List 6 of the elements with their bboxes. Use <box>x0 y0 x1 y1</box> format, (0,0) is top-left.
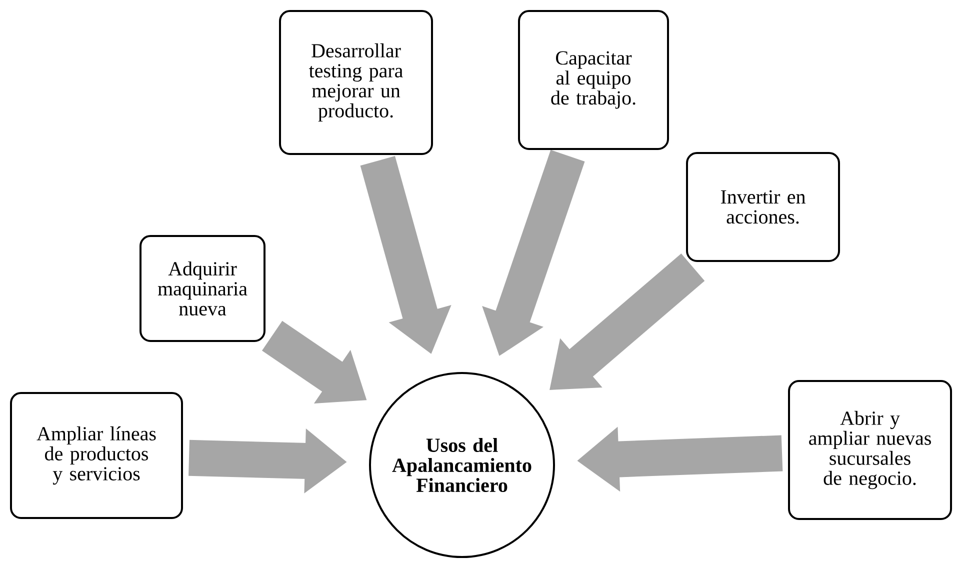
text-box: Desarrollar testing para mejorar un producto. <box>279 10 433 155</box>
text-box: Abrir y ampliar nuevas sucursales de negocio. <box>788 380 952 520</box>
text-box: Adquirir maquinaria nueva <box>140 235 266 342</box>
text-box: Ampliar líneas de productos y servicios <box>10 392 183 519</box>
text-box: Invertir en acciones. <box>686 152 840 262</box>
text-box: Capacitar al equipo de trabajo. <box>518 10 669 150</box>
